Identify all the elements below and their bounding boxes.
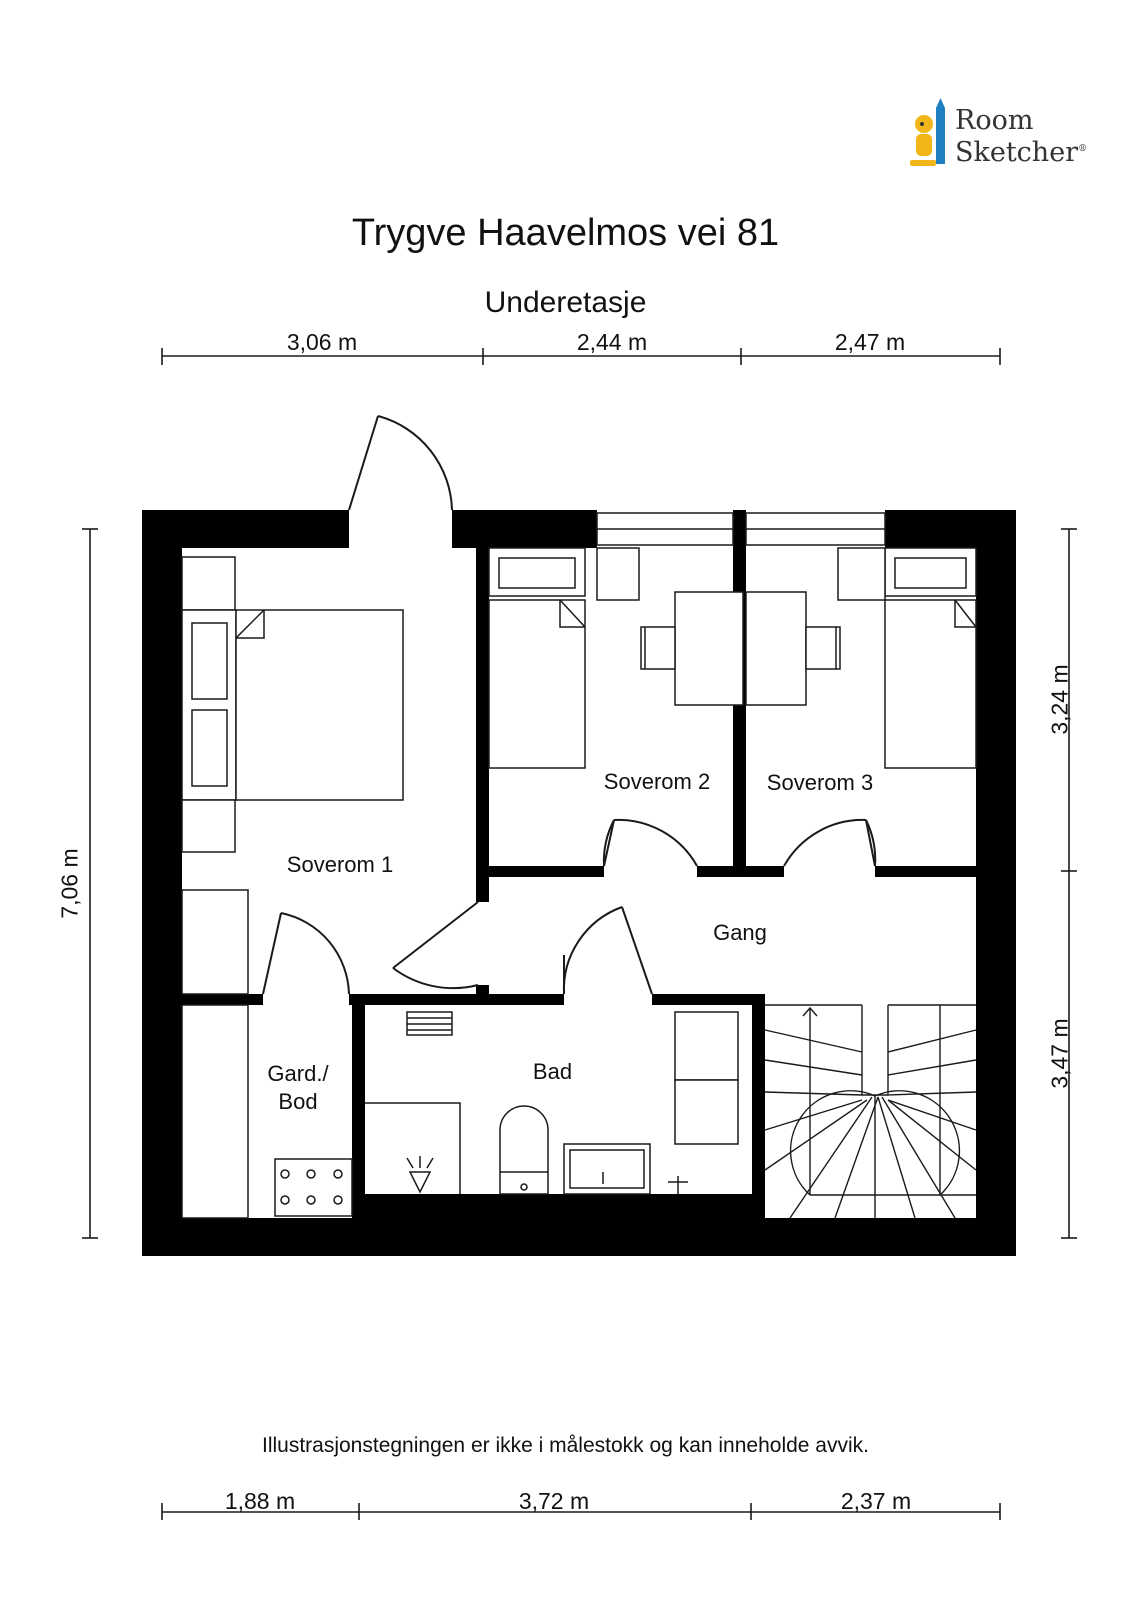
disclaimer-note: Illustrasjonstegningen er ikke i målesto… — [261, 1434, 869, 1457]
dimension-bottom-3: 2,37 m — [840, 1488, 912, 1514]
room-label-soverom-1: Soverom 1 — [286, 852, 394, 877]
windows — [596, 512, 886, 546]
logo-word-sketcher: Sketcher — [955, 137, 1079, 168]
dimension-bottom-2: 3,72 m — [518, 1488, 590, 1514]
registered-mark: ® — [1078, 144, 1088, 154]
doors — [262, 415, 877, 995]
roomsketcher-logo: Room Sketcher® — [955, 106, 1087, 167]
dimension-left: 7,06 m — [56, 848, 83, 919]
dimension-top-3: 2,47 m — [834, 329, 906, 355]
dimension-bottom-1: 1,88 m — [224, 1488, 296, 1514]
room-label-gard-bod: Gard./ Bod — [248, 1060, 348, 1116]
gard-label: Gard./ — [267, 1061, 329, 1086]
walls — [142, 510, 1016, 1256]
room-label-soverom-2: Soverom 2 — [603, 769, 711, 794]
logo-line-2: Sketcher® — [955, 135, 1087, 167]
dimension-top-2: 2,44 m — [576, 329, 648, 355]
staircase — [764, 1004, 977, 1219]
logo-line-1: Room — [955, 105, 1034, 136]
furniture — [181, 547, 977, 1219]
roomsketcher-logo-mark — [910, 98, 945, 166]
room-label-gang: Gang — [713, 920, 767, 945]
dimension-top-1: 3,06 m — [286, 329, 358, 355]
room-label-soverom-3: Soverom 3 — [766, 770, 874, 795]
room-label-bad: Bad — [532, 1059, 573, 1084]
dimension-right-upper: 3,24 m — [1046, 664, 1073, 735]
dimension-right-lower: 3,47 m — [1046, 1018, 1073, 1089]
page-title: Trygve Haavelmos vei 81 — [351, 212, 780, 254]
bod-label: Bod — [278, 1089, 318, 1114]
floor-label: Underetasje — [484, 286, 647, 319]
dimension-lines — [82, 348, 1077, 1520]
